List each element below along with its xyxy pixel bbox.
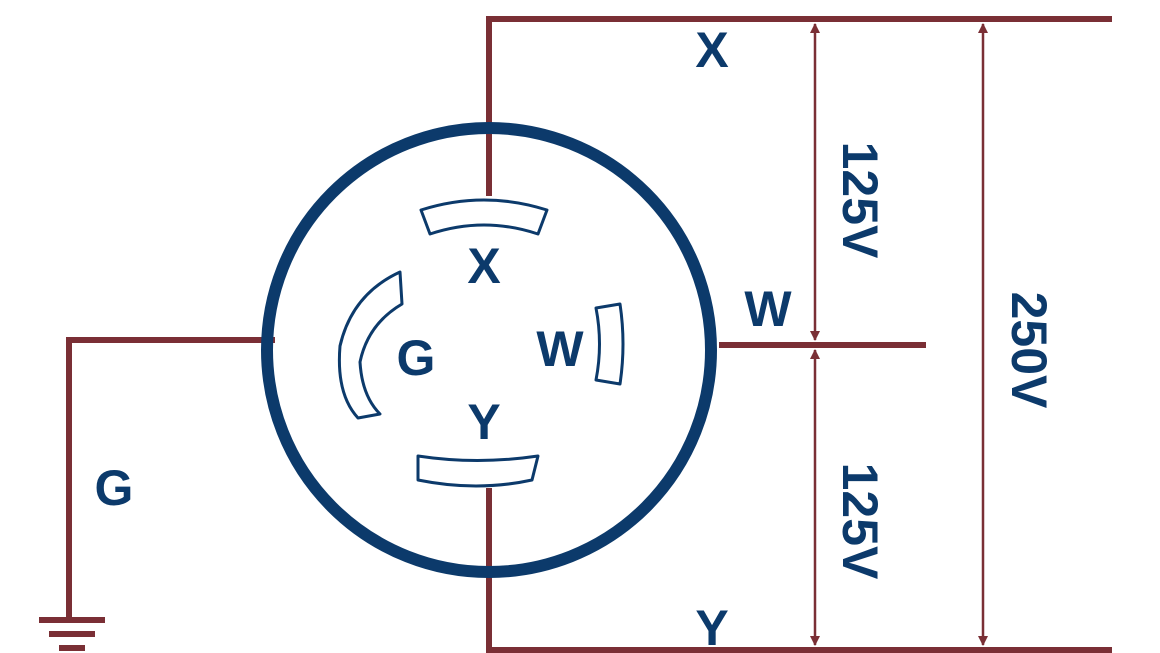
voltage-labels: 125V 125V 250V xyxy=(832,142,1057,580)
receptacle-label-x: X xyxy=(467,238,500,294)
ground-symbol-icon xyxy=(39,617,105,651)
receptacle-labels: X W Y G xyxy=(397,238,585,450)
receptacle-label-g: G xyxy=(397,330,436,386)
wire-labels: X W Y G xyxy=(95,22,793,653)
wire-label-x: X xyxy=(695,22,728,78)
receptacle-face xyxy=(261,122,717,578)
voltage-label-x-y: 250V xyxy=(1001,292,1057,409)
wire-g xyxy=(66,337,275,617)
wire-x xyxy=(486,16,1112,196)
slot-g xyxy=(337,270,404,420)
wires xyxy=(66,16,1112,653)
wire-label-g: G xyxy=(95,460,134,516)
voltage-label-x-w: 125V xyxy=(832,142,888,259)
voltage-dimensions xyxy=(810,23,988,646)
wire-label-y: Y xyxy=(695,600,728,653)
voltage-label-w-y: 125V xyxy=(832,463,888,580)
slot-x xyxy=(419,198,549,236)
slot-w xyxy=(594,302,625,386)
receptacle-label-w: W xyxy=(536,321,584,377)
receptacle-label-y: Y xyxy=(467,394,500,450)
prong-slots xyxy=(337,198,625,488)
slot-y xyxy=(416,454,540,488)
wire-label-w: W xyxy=(744,281,792,337)
receptacle-outline xyxy=(261,122,717,578)
